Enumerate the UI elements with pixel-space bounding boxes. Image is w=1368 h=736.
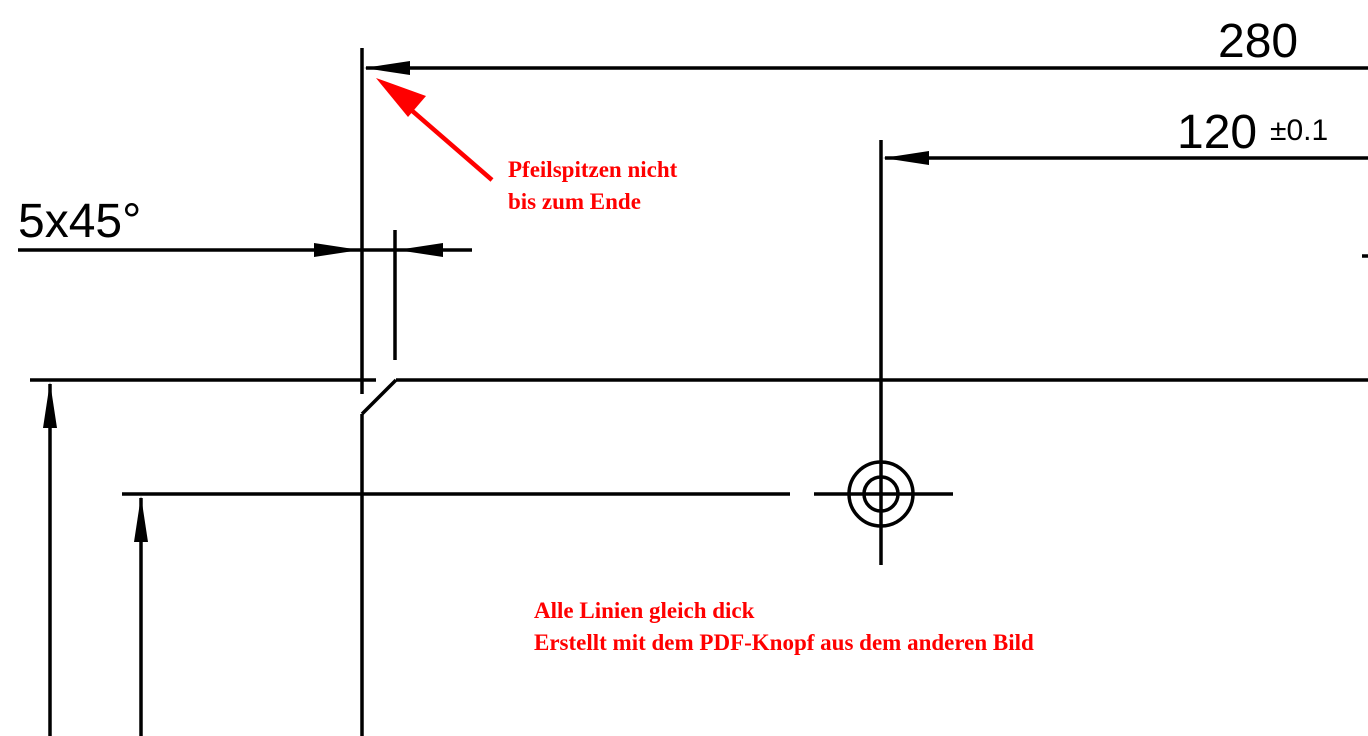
annotation-note-lines-line-1: Alle Linien gleich dick (534, 598, 755, 623)
extension-lines (360, 48, 883, 565)
dimension-tolerance: ±0.1 (1270, 114, 1328, 147)
annotation-note-arrowheads-line-1: Pfeilspitzen nicht (508, 157, 678, 182)
part-outline (30, 378, 1368, 736)
arrowhead-vertical-inner (134, 496, 148, 542)
annotation-note-arrowheads: Pfeilspitzen nicht bis zum Ende (508, 157, 683, 214)
annotation-note-lines: Alle Linien gleich dick Erstellt mit dem… (534, 598, 1034, 655)
dimension-text-chamfer: 5x45° (18, 195, 141, 248)
annotation-arrow-head (376, 78, 426, 117)
hole-symbol (847, 460, 915, 528)
hole-inner-circle (862, 475, 900, 513)
dimension-text-280: 280 (1218, 15, 1298, 68)
arrowhead-120 (883, 151, 929, 165)
arrowhead-chamfer-right (397, 243, 443, 257)
chamfer-edge (360, 378, 398, 416)
arrowhead-vertical-outer (43, 382, 57, 428)
arrowhead-chamfer-left (314, 243, 360, 257)
annotation-arrow-shaft (400, 100, 494, 182)
hole-outer-circle (847, 460, 915, 528)
dimension-text-120: 120 (1177, 106, 1257, 159)
arrowhead-280 (364, 61, 410, 75)
annotation-note-arrowheads-line-2: bis zum Ende (508, 189, 641, 214)
arrowheads (43, 61, 929, 542)
annotation-note-lines-line-2: Erstellt mit dem PDF-Knopf aus dem ander… (534, 630, 1034, 655)
annotation-arrow (376, 78, 494, 182)
dimension-lines (18, 66, 1368, 736)
